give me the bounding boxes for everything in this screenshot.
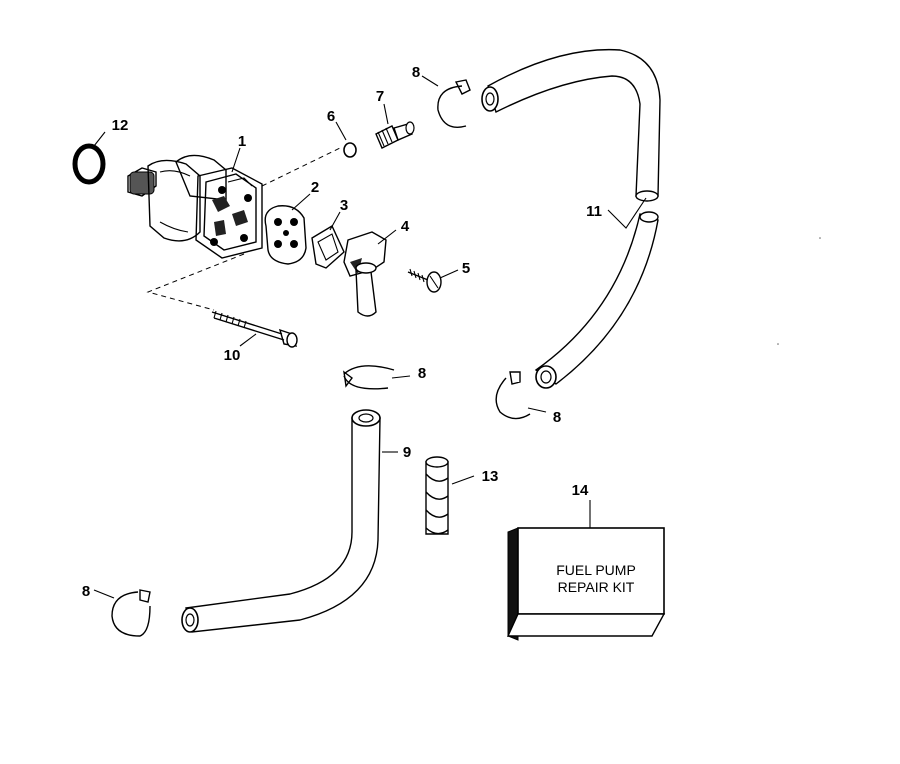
bolt: [211, 310, 298, 348]
callout-14: 14: [572, 482, 589, 499]
repair-kit-box: FUEL PUMP REPAIR KIT: [506, 527, 666, 641]
callout-4: 4: [401, 218, 410, 235]
hose-clamp-right: [495, 371, 531, 420]
fuel-hose-9: [181, 409, 381, 633]
diaphragm: [264, 205, 307, 265]
spring-guard: [425, 456, 449, 535]
callout-8-lower: 8: [82, 583, 90, 600]
hose-clamp-upper: [437, 79, 471, 128]
callout-13: 13: [482, 468, 499, 485]
callout-11: 11: [586, 203, 602, 220]
fuel-hose-lower: [534, 211, 659, 389]
alignment-line-upper: [261, 147, 341, 187]
fitting: [375, 121, 415, 149]
elbow-fitting: [343, 231, 387, 317]
callout-5: 5: [462, 260, 470, 277]
screw: [407, 268, 442, 293]
callout-3: 3: [340, 197, 348, 214]
callout-8-right: 8: [553, 409, 561, 426]
alignment-line-lower: [146, 253, 245, 311]
speck-mark: [819, 237, 821, 239]
o-ring-large: [72, 143, 106, 185]
callout-8-middle: 8: [418, 365, 426, 382]
hose-clamp-lower: [111, 589, 151, 637]
callout-10: 10: [224, 347, 241, 364]
callout-1: 1: [238, 133, 246, 150]
callout-6: 6: [327, 108, 335, 125]
kit-label-line2: REPAIR KIT: [558, 579, 635, 595]
gasket: [311, 224, 345, 269]
leader-lines: [93, 75, 647, 599]
o-ring-small: [343, 142, 357, 158]
speck-mark: [777, 343, 779, 345]
callout-8-upper: 8: [412, 64, 420, 81]
fuel-pump-body: [127, 154, 263, 259]
hose-clamp-middle: [343, 365, 395, 390]
callout-12: 12: [112, 117, 129, 134]
callout-9: 9: [403, 444, 411, 461]
callout-2: 2: [311, 179, 319, 196]
callout-7: 7: [376, 88, 384, 105]
kit-label-line1: FUEL PUMP: [556, 562, 636, 578]
fuel-hose-upper: [481, 48, 661, 202]
